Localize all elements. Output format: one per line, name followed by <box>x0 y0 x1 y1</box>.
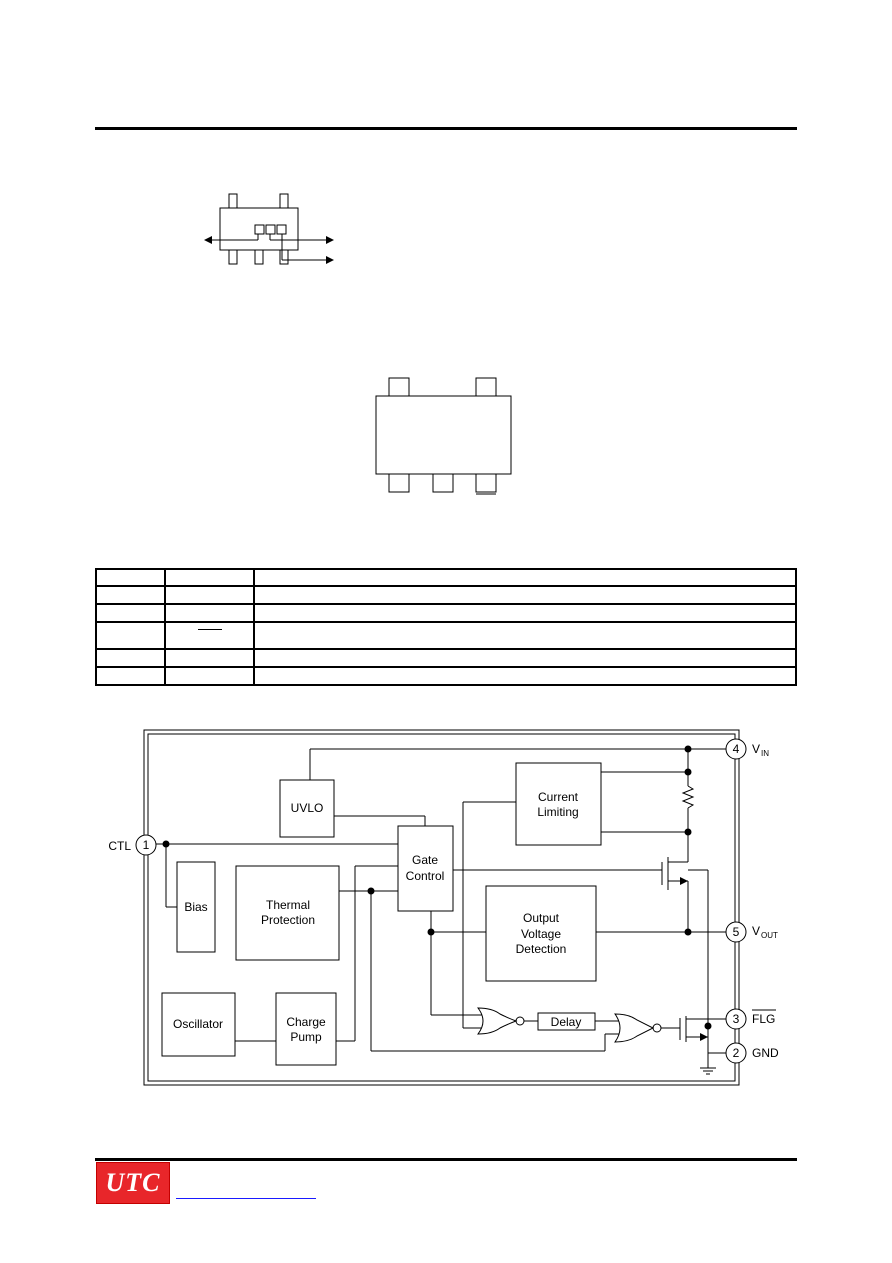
pin-gnd-label: GND <box>752 1046 779 1060</box>
footer-link[interactable] <box>176 1180 316 1199</box>
overbar-mark <box>197 629 222 630</box>
table-cell <box>95 621 166 650</box>
output-voltage-detection-block: Output Voltage Detection <box>485 885 597 982</box>
table-row <box>95 648 797 668</box>
current-limiting-block: Current Limiting <box>515 762 602 846</box>
pin-vin-subscript: IN <box>761 749 769 758</box>
pin-ctl-label: CTL <box>108 839 131 853</box>
current-limiting-label-line2: Limiting <box>537 805 578 819</box>
pin-vin: 4 V IN <box>725 738 769 760</box>
bias-block: Bias <box>176 861 216 953</box>
ovd-label-line3: Detection <box>516 942 567 956</box>
delay-block: Delay <box>537 1012 596 1031</box>
table-row <box>95 621 797 650</box>
table-header-row <box>95 568 797 587</box>
table-cell <box>164 603 255 623</box>
oscillator-label: Oscillator <box>173 1017 223 1031</box>
pin-vout-number: 5 <box>733 925 740 939</box>
table-cell <box>253 603 797 623</box>
wiring <box>155 748 726 1075</box>
pin-vout: 5 V OUT <box>725 921 778 943</box>
table-cell <box>95 585 166 605</box>
ovd-label-line1: Output <box>523 911 560 925</box>
bias-label: Bias <box>184 900 207 914</box>
logo-text: UTC <box>105 1168 161 1197</box>
table-cell <box>95 603 166 623</box>
pin-flg-number: 3 <box>733 1012 740 1026</box>
table-header-cell <box>95 568 166 587</box>
pin-flg: 3 FLG <box>725 1008 776 1030</box>
table-header-cell <box>253 568 797 587</box>
pin-vin-number: 4 <box>733 742 740 756</box>
pin-vout-label: V <box>752 924 760 938</box>
footer-rule <box>95 1158 797 1161</box>
table-cell <box>164 621 255 650</box>
table-cell <box>164 585 255 605</box>
table-cell <box>164 666 255 686</box>
table-cell <box>164 648 255 668</box>
charge-pump-label-line2: Pump <box>290 1030 322 1044</box>
thermal-protection-label-line1: Thermal <box>266 898 310 912</box>
pin-flg-label: FLG <box>752 1012 775 1026</box>
table-row <box>95 585 797 605</box>
package-top-view <box>375 377 512 495</box>
utc-logo: UTC <box>96 1162 170 1204</box>
table-cell <box>95 666 166 686</box>
pin-ctl-number: 1 <box>143 838 150 852</box>
thermal-protection-label-line2: Protection <box>261 913 315 927</box>
oscillator-block: Oscillator <box>161 992 236 1057</box>
table-cell <box>253 621 797 650</box>
junction-dots <box>162 745 712 1030</box>
table-cell <box>95 648 166 668</box>
charge-pump-block: Charge Pump <box>275 992 337 1066</box>
pin-ctl: 1 CTL <box>108 834 157 856</box>
charge-pump-label-line1: Charge <box>286 1015 326 1029</box>
pin-description-table <box>95 568 797 686</box>
pin-gnd: 2 GND <box>725 1042 779 1064</box>
current-limiting-label-line1: Current <box>538 790 579 804</box>
table-cell <box>253 585 797 605</box>
marking-diagram <box>204 193 334 265</box>
gate-control-block: Gate Control <box>397 825 454 912</box>
pin-vout-subscript: OUT <box>761 931 778 940</box>
table-cell <box>253 648 797 668</box>
table-cell <box>253 666 797 686</box>
pin-gnd-number: 2 <box>733 1046 740 1060</box>
thermal-protection-block: Thermal Protection <box>235 865 340 961</box>
table-row <box>95 603 797 623</box>
pin-vin-label: V <box>752 742 760 756</box>
table-row <box>95 666 797 686</box>
gate-control-label-line1: Gate <box>412 853 438 867</box>
ovd-label-line2: Voltage <box>521 927 561 941</box>
uvlo-label: UVLO <box>291 801 324 815</box>
table-header-cell <box>164 568 255 587</box>
gate-control-label-line2: Control <box>406 869 445 883</box>
uvlo-block: UVLO <box>279 779 335 838</box>
delay-label: Delay <box>551 1015 582 1029</box>
header-rule <box>95 127 797 130</box>
block-diagram: UVLO Current Limiting Gate Control Bias … <box>108 729 779 1086</box>
